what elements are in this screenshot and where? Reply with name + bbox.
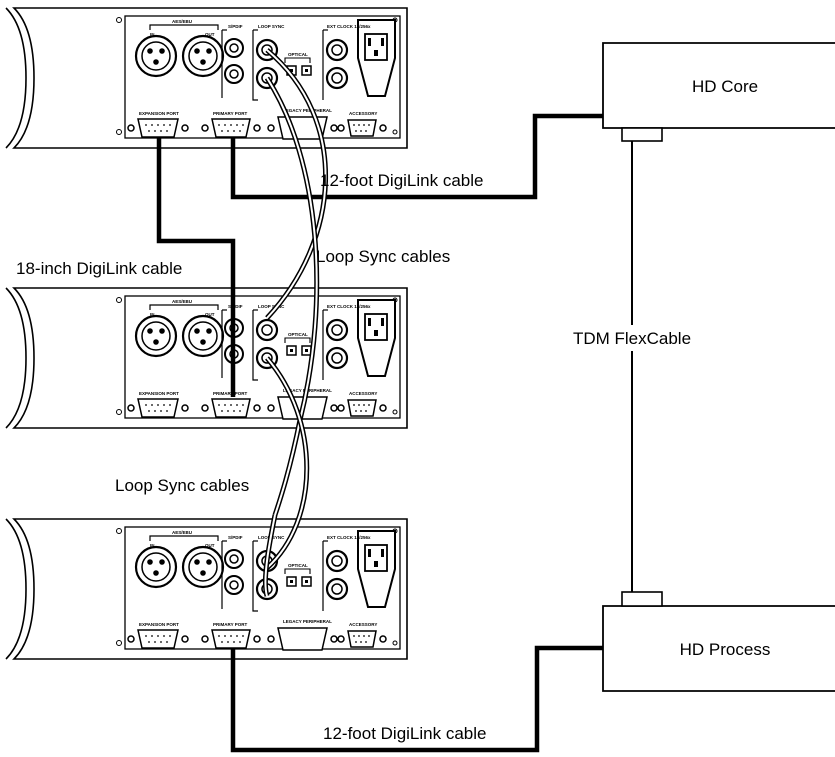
digilink-cable-bottom: [230, 645, 603, 753]
panel-label-expansion: EXPANSION PORT: [139, 111, 179, 116]
panel-label-out: OUT: [205, 32, 215, 37]
digilink-cable-top: [230, 113, 603, 200]
panel-label-spdif: S/PDIF: [228, 535, 243, 540]
panel-label-primary: PRIMARY PORT: [213, 111, 248, 116]
panel-label-primary: PRIMARY PORT: [213, 391, 248, 396]
panel-label-aes: AES/EBU: [172, 530, 192, 535]
loop-sync-cables-upper: [264, 48, 329, 516]
panel-label-in: IN: [150, 543, 155, 548]
panel-label-spdif: S/PDIF: [228, 304, 243, 309]
panel-label-expansion: EXPANSION PORT: [139, 622, 179, 627]
panel-label-legacy: LEGACY PERIPHERAL: [283, 108, 332, 113]
panel-label-legacy: LEGACY PERIPHERAL: [283, 619, 332, 624]
hd-process-card: HD Process: [602, 591, 835, 692]
panel-label-primary: PRIMARY PORT: [213, 622, 248, 627]
hd-core-card: HD Core: [602, 42, 835, 142]
digilink-cable-18inch: [156, 137, 236, 397]
interface-unit-bottom: AES/EBU IN OUT S/PDIF LOOP SYNC OPTICAL …: [4, 517, 409, 661]
loop-sync-top-label: Loop Sync cables: [316, 247, 450, 266]
panel-label-loop-sync: LOOP SYNC: [258, 304, 285, 309]
interface-unit-top: AES/EBU IN OUT S/PDIF LOOP SYNC OPTICAL …: [4, 6, 409, 150]
hd-core-label: HD Core: [692, 77, 758, 96]
panel-label-out: OUT: [205, 312, 215, 317]
panel-label-expansion: EXPANSION PORT: [139, 391, 179, 396]
digilink-top-label: 12-foot DigiLink cable: [320, 171, 483, 190]
panel-label-optical: OPTICAL: [288, 52, 308, 57]
panel-label-in: IN: [150, 312, 155, 317]
panel-label-out: OUT: [205, 543, 215, 548]
panel-label-accessory: ACCESSORY: [349, 622, 377, 627]
hd-process-label: HD Process: [680, 640, 771, 659]
panel-label-accessory: ACCESSORY: [349, 391, 377, 396]
panel-label-aes: AES/EBU: [172, 19, 192, 24]
panel-label-ext-clock: EXT CLOCK 1x/256x: [327, 535, 371, 540]
panel-label-in: IN: [150, 32, 155, 37]
loop-sync-bottom-label: Loop Sync cables: [115, 476, 249, 495]
panel-label-optical: OPTICAL: [288, 563, 308, 568]
panel-label-spdif: S/PDIF: [228, 24, 243, 29]
panel-label-optical: OPTICAL: [288, 332, 308, 337]
panel-label-aes: AES/EBU: [172, 299, 192, 304]
panel-label-accessory: ACCESSORY: [349, 111, 377, 116]
digilink-bottom-label: 12-foot DigiLink cable: [323, 724, 486, 743]
panel-label-ext-clock: EXT CLOCK 1x/256x: [327, 304, 371, 309]
interface-unit-middle: AES/EBU IN OUT S/PDIF LOOP SYNC OPTICAL …: [4, 286, 409, 430]
panel-label-ext-clock: EXT CLOCK 1x/256x: [327, 24, 371, 29]
digilink-18-label: 18-inch DigiLink cable: [16, 259, 182, 278]
tdm-flexcable-label: TDM FlexCable: [573, 329, 691, 348]
loop-sync-cables-lower: [262, 356, 310, 597]
panel-label-loop-sync: LOOP SYNC: [258, 24, 285, 29]
